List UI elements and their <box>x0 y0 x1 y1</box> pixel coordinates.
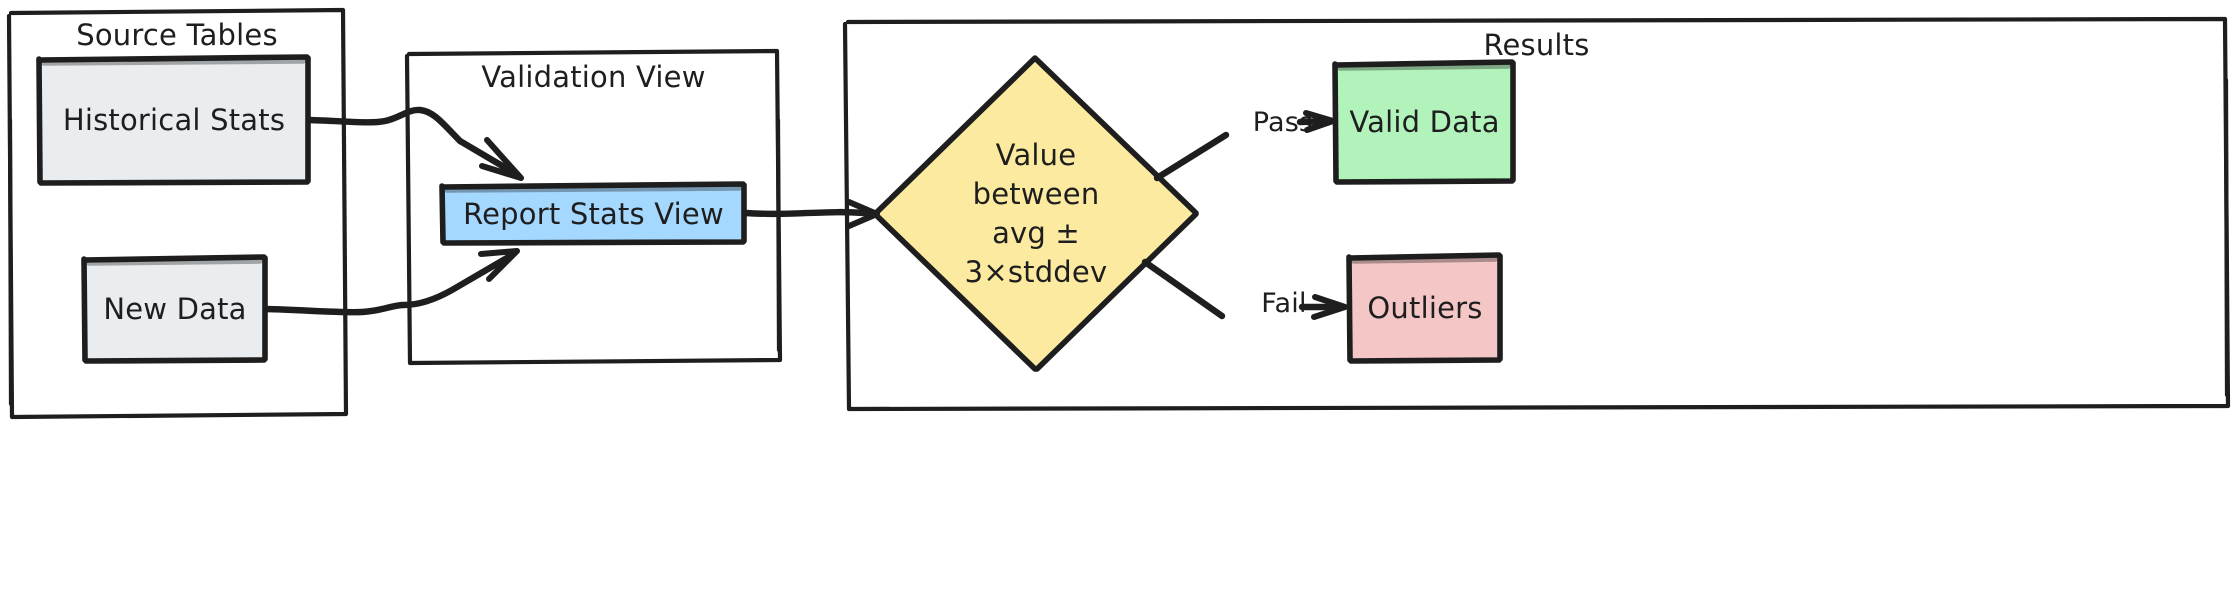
group-source-tables <box>6 7 349 420</box>
node-new-data[interactable] <box>81 254 268 364</box>
node-value-check[interactable] <box>873 55 1199 372</box>
group-validation-view <box>404 48 783 366</box>
group-results <box>842 16 2231 412</box>
edge-newdata-to-report <box>262 248 520 316</box>
node-historical-stats[interactable] <box>36 54 311 186</box>
node-outliers[interactable] <box>1346 252 1503 364</box>
edge-check-to-valid <box>1153 110 1336 182</box>
edge-check-to-outliers <box>1141 258 1348 320</box>
node-report-stats-view[interactable] <box>439 181 747 246</box>
edge-report-to-check <box>742 199 880 229</box>
edge-historical-to-report <box>305 106 524 181</box>
node-valid-data[interactable] <box>1332 59 1516 185</box>
